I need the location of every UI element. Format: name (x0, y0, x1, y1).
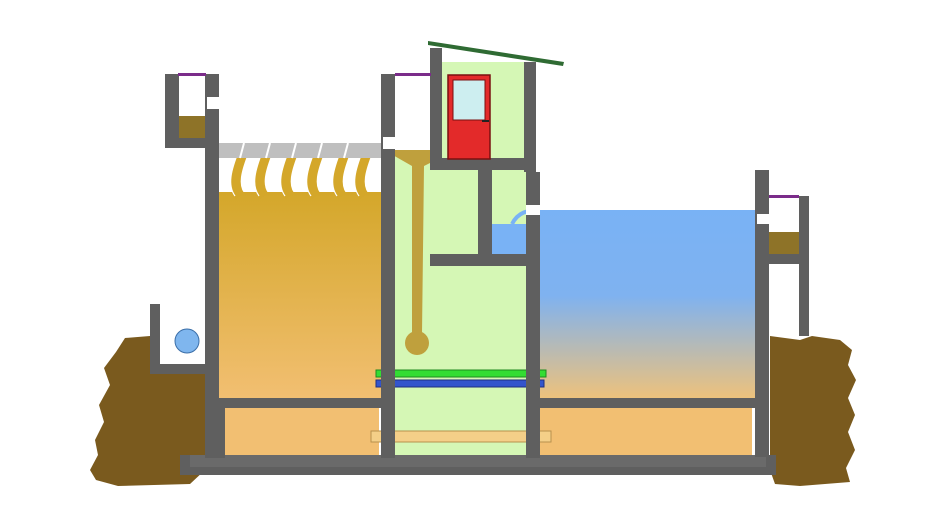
middle-wall-notch (383, 137, 395, 149)
middle-box-lid (395, 73, 431, 76)
blue-bar (375, 379, 545, 388)
left-box-lid (178, 73, 206, 76)
vertical-pipe (384, 150, 440, 334)
right-box-lid (769, 195, 799, 198)
right-wall-notch (757, 214, 769, 224)
right-small-box-sludge (769, 232, 799, 254)
door-icon (447, 74, 491, 160)
plank (370, 430, 552, 443)
soil-right (770, 336, 856, 486)
left-wall-notch (207, 97, 219, 109)
hut-roof (428, 41, 564, 66)
inlet-pipe-segments (239, 142, 349, 159)
left-tank-bottom-layer (222, 408, 379, 456)
green-bar (375, 369, 547, 378)
left-small-box-sludge (179, 116, 205, 138)
right-tank-water (540, 210, 755, 400)
sphere-icon (174, 328, 200, 354)
right-channel-water (490, 224, 530, 254)
middle-right-notch (526, 205, 540, 215)
pipe-bulb (405, 331, 429, 355)
inlet-pipe (218, 143, 381, 158)
left-tank-sludge (218, 192, 381, 399)
right-tank-bottom-layer (540, 408, 752, 456)
concrete-walls (150, 48, 809, 475)
spiral-hoses (230, 148, 373, 199)
